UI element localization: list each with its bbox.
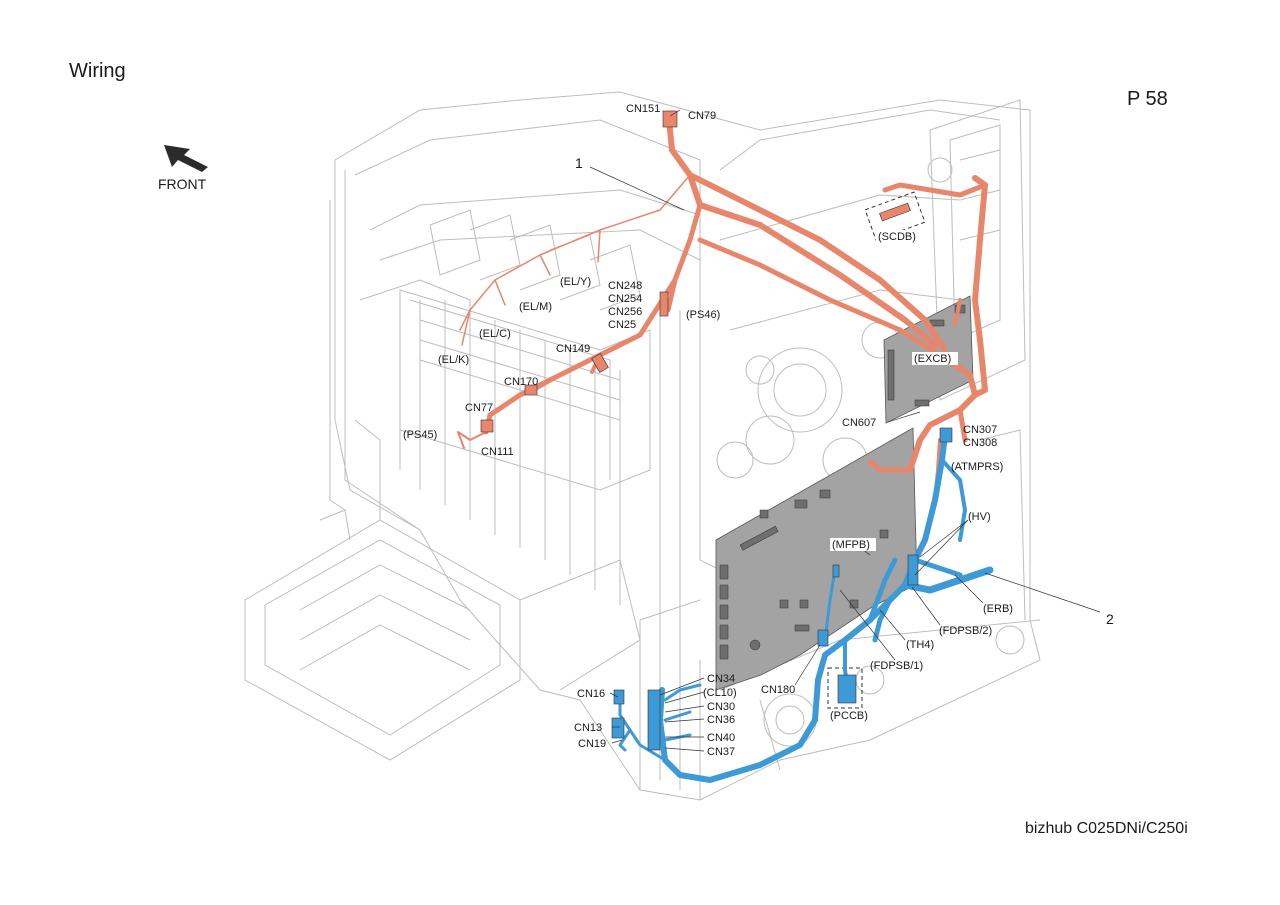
label-cn151: CN151	[626, 103, 660, 115]
label-cn170: CN170	[504, 376, 538, 388]
model-name: bizhub C025DNi/C250i	[1025, 820, 1188, 837]
label-mfpb: (MFPB)	[832, 539, 870, 551]
label-excb: (EXCB)	[914, 353, 951, 365]
label-cn308: CN308	[963, 437, 997, 449]
label-cn307: CN307	[963, 424, 997, 436]
label-cn77: CN77	[465, 402, 493, 414]
label-cn607: CN607	[842, 417, 876, 429]
label-elc: (EL/C)	[479, 328, 511, 340]
label-scdb: (SCDB)	[878, 231, 916, 243]
label-hv: (HV)	[968, 511, 991, 523]
front-arrow-icon	[164, 145, 208, 172]
label-fdpsb2: (FDPSB/2)	[939, 625, 992, 637]
label-cn40: CN40	[707, 732, 735, 744]
label-erb: (ERB)	[983, 603, 1013, 615]
label-cn248: CN248	[608, 280, 642, 292]
label-cn254: CN254	[608, 293, 642, 305]
label-cn25: CN25	[608, 319, 636, 331]
label-cn13: CN13	[574, 722, 602, 734]
label-elm: (EL/M)	[519, 301, 552, 313]
label-cn34: CN34	[707, 673, 735, 685]
harness-1	[457, 117, 988, 502]
callout-1: 1	[575, 155, 583, 171]
label-cn256: CN256	[608, 306, 642, 318]
label-cn111: CN111	[481, 446, 514, 458]
label-cn37: CN37	[707, 746, 735, 758]
leader-lines	[589, 109, 1101, 752]
label-cl10: (CL10)	[703, 687, 737, 699]
label-ely: (EL/Y)	[560, 276, 591, 288]
label-cn180: CN180	[761, 684, 795, 696]
callout-2: 2	[1106, 611, 1114, 627]
front-label: FRONT	[158, 176, 207, 192]
label-cn79: CN79	[688, 110, 716, 122]
label-fdpsb1: (FDPSB/1)	[870, 660, 923, 672]
harness-2	[618, 432, 994, 783]
label-pccb: (PCCB)	[830, 710, 868, 722]
label-th4: (TH4)	[906, 639, 934, 651]
diagram-labels: 1 2 CN151 CN79 (EL/Y) (EL/M) (EL/C) (EL/…	[403, 103, 1114, 758]
label-cn36: CN36	[707, 714, 735, 726]
label-ps45: (PS45)	[403, 429, 437, 441]
label-cn16: CN16	[577, 688, 605, 700]
page-number: P 58	[1127, 88, 1168, 110]
connector-blocks	[480, 110, 953, 751]
label-cn149: CN149	[556, 343, 590, 355]
label-atmprs: (ATMPRS)	[951, 461, 1003, 473]
label-cn19: CN19	[578, 738, 606, 750]
mfpb-components	[719, 489, 889, 660]
page-title: Wiring	[69, 60, 126, 82]
label-elk: (EL/K)	[438, 354, 469, 366]
label-ps46: (PS46)	[686, 309, 720, 321]
label-cn30: CN30	[707, 701, 735, 713]
